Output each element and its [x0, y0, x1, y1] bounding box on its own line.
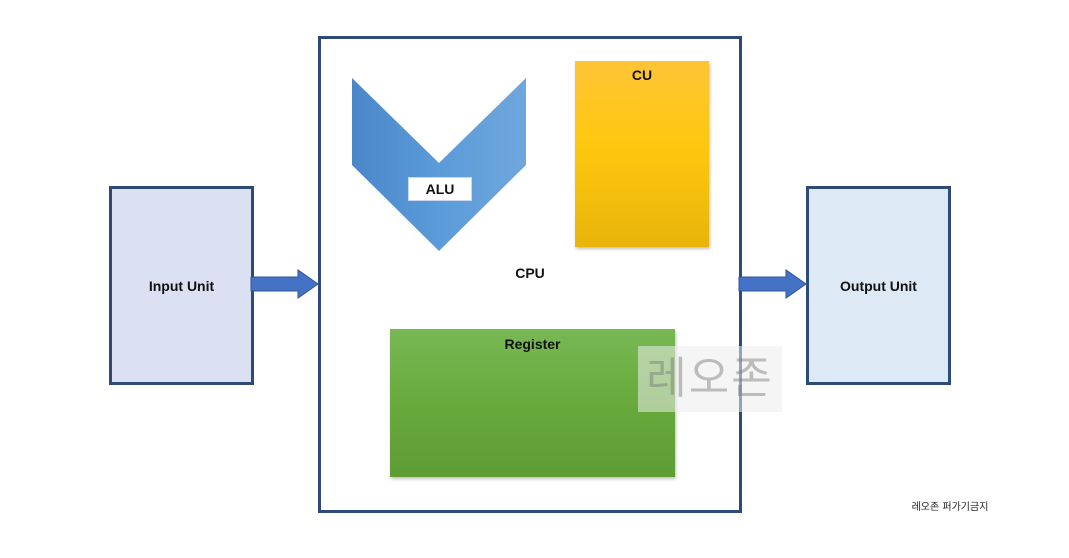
cu-block: CU	[575, 61, 709, 247]
input-unit-label: Input Unit	[148, 277, 215, 294]
register-label: Register	[504, 336, 561, 352]
copyright-notice: 레오존 퍼가기금지	[911, 502, 989, 513]
cpu-label: CPU	[515, 265, 545, 281]
input-to-cpu-arrow	[250, 269, 319, 299]
cpu-to-output-arrow	[738, 269, 807, 299]
watermark: 레오존	[638, 346, 782, 412]
output-unit-box: Output Unit	[806, 186, 951, 385]
alu-label-box: ALU	[408, 177, 472, 201]
output-unit-label: Output Unit	[840, 277, 917, 294]
alu-label: ALU	[425, 181, 455, 197]
register-block: Register	[390, 329, 675, 477]
input-unit-box: Input Unit	[109, 186, 254, 385]
alu-shape	[352, 78, 526, 251]
cu-label: CU	[631, 67, 653, 83]
